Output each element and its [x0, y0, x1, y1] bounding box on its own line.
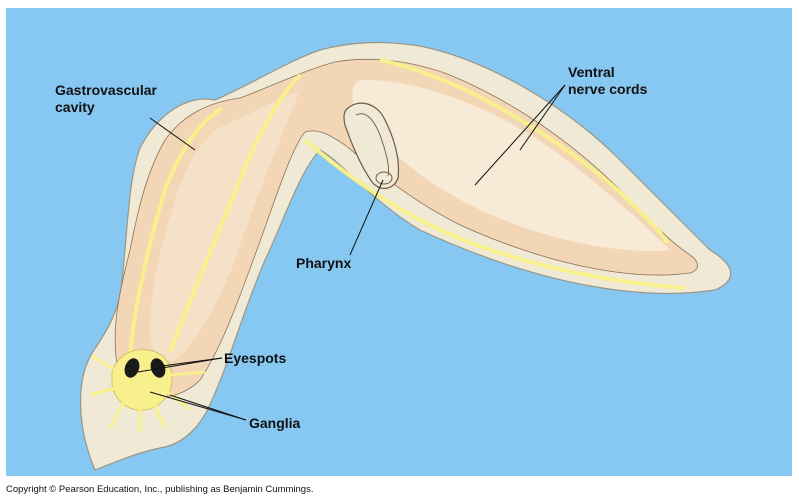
nerve-cord-left	[128, 106, 224, 356]
ganglia	[111, 349, 173, 411]
leader-ventral-1	[474, 84, 566, 186]
ganglia-branches	[89, 354, 206, 432]
nerve-cord-right	[168, 73, 302, 353]
pharynx-inner	[355, 113, 389, 177]
gut-lumen	[150, 90, 300, 361]
leader-ganglia-2	[149, 391, 247, 421]
label-ventral-nerve-cords: Ventral nerve cords	[568, 64, 648, 97]
pharynx	[343, 102, 400, 189]
leader-ventral-2	[519, 84, 566, 151]
eyespot-right	[150, 358, 166, 378]
label-gastrovascular-cavity: Gastrovascular cavity	[55, 82, 157, 115]
nerve-cord-upper	[379, 58, 670, 245]
label-eyespots: Eyespots	[224, 350, 287, 366]
leader-eyespots-2	[137, 357, 223, 373]
eyespot-left	[124, 358, 140, 378]
label-pharynx: Pharynx	[296, 255, 352, 271]
leader-pharynx	[349, 179, 384, 256]
leader-gastrovascular	[149, 117, 196, 151]
nerve-cord-lower	[303, 138, 686, 290]
gut-lumen-right	[352, 79, 670, 251]
copyright-notice: Copyright © Pearson Education, Inc., pub…	[6, 484, 314, 495]
pharynx-opening	[375, 171, 393, 185]
label-ganglia: Ganglia	[249, 415, 301, 431]
